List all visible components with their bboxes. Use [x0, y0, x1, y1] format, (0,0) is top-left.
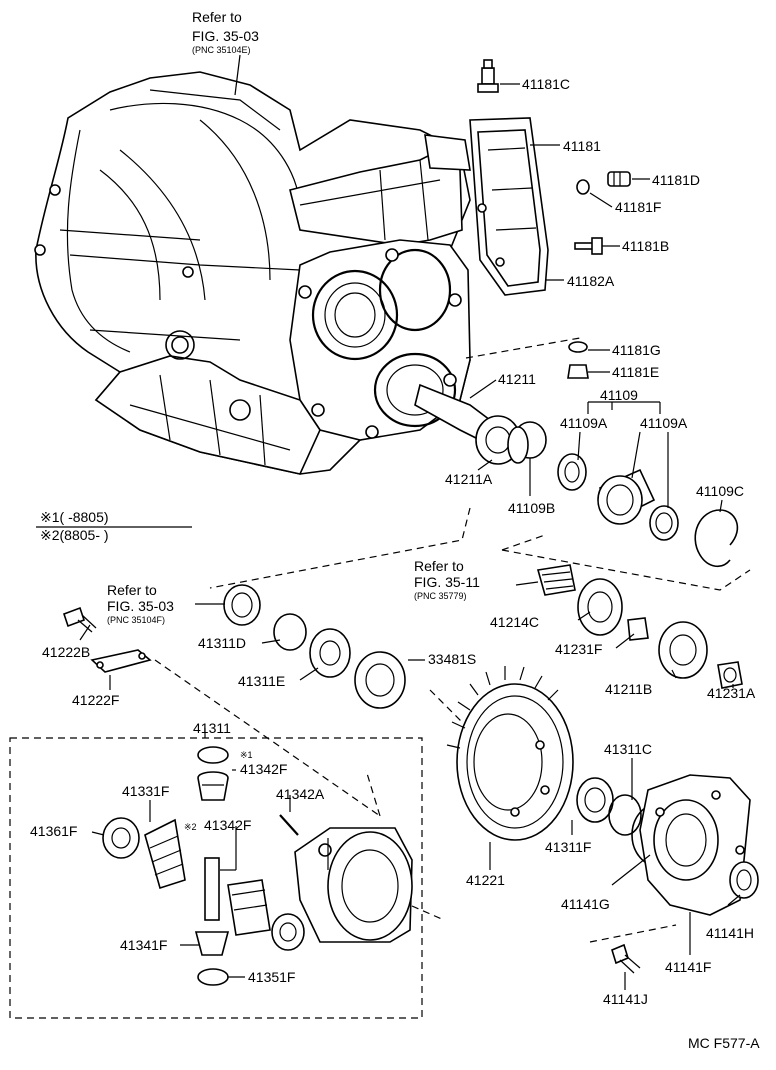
bearing-races-41109 [557, 453, 739, 568]
oil-seal-right [223, 584, 261, 626]
label-41361F: 41361F [30, 823, 77, 839]
bolt-41141J [611, 943, 641, 974]
label-41141H: 41141H [706, 925, 754, 941]
label-41342F-2: 41342F [204, 817, 251, 833]
ref-mid-line2: FIG. 35-11 [414, 574, 480, 590]
case-cover-gasket-group [469, 117, 549, 296]
reference-left: Refer to FIG. 35-03 (PNC 35104F) [107, 582, 174, 625]
label-41221: 41221 [466, 872, 505, 888]
note-mark-1: ※1 [240, 750, 253, 760]
seal-33481S [354, 651, 406, 709]
label-41342F-1: 41342F [240, 761, 287, 777]
ref-top-line2: FIG. 35-03 [192, 28, 259, 44]
label-41181C: 41181C [522, 76, 570, 92]
label-41311D: 41311D [198, 635, 246, 651]
label-41341F: 41341F [120, 937, 167, 953]
plate-41222F [90, 649, 152, 673]
label-41109A-1: 41109A [560, 415, 608, 431]
side-cover-41141F-group [576, 774, 759, 916]
label-41181: 41181 [563, 138, 601, 154]
label-41311F: 41311F [545, 839, 591, 855]
catalog-code: MC F577-A [688, 1035, 760, 1051]
ref-mid-line1: Refer to [414, 558, 464, 574]
label-41109: 41109 [600, 387, 638, 403]
reference-top: Refer to FIG. 35-03 (PNC 35104E) [192, 9, 259, 55]
bearing-41311E [309, 628, 351, 678]
note-mark-2: ※2 [184, 822, 197, 832]
label-41181G: 41181G [612, 342, 661, 358]
label-41109B: 41109B [508, 500, 555, 516]
label-33481S: 33481S [428, 651, 476, 667]
label-41351F: 41351F [248, 969, 295, 985]
input-shaft-41211 [414, 383, 547, 465]
breather-plug-41181C [477, 59, 499, 93]
ring-gear-41221 [446, 666, 574, 841]
label-41231A: 41231A [707, 685, 756, 701]
label-41311E: 41311E [238, 673, 285, 689]
label-41211A: 41211A [445, 471, 493, 487]
label-41181F: 41181F [615, 199, 661, 215]
bolt-41181B [574, 237, 603, 255]
label-41109A-2: 41109A [640, 415, 688, 431]
part-number-labels: 41181C 41181 41181D 41181F 41181B 41182A… [30, 76, 756, 1007]
transaxle-case-illustration [34, 71, 471, 475]
label-41222F: 41222F [72, 692, 119, 708]
bolt-41222B [62, 606, 97, 633]
label-41141J: 41141J [603, 991, 648, 1007]
label-41211B: 41211B [605, 681, 652, 697]
ref-mid-pnc: (PNC 35779) [414, 591, 467, 601]
driven-pinion-41214C-group [536, 564, 743, 689]
label-41211: 41211 [498, 371, 536, 387]
label-41109C: 41109C [696, 483, 744, 499]
label-41181E: 41181E [612, 364, 659, 380]
label-41214C: 41214C [490, 614, 539, 630]
ref-left-line1: Refer to [107, 582, 157, 598]
differential-internals [102, 746, 413, 986]
washer-41181F [576, 179, 590, 195]
label-41141G: 41141G [561, 896, 610, 912]
reference-mid: Refer to FIG. 35-11 (PNC 35779) [414, 558, 480, 601]
label-41141F: 41141F [665, 959, 711, 975]
note-2: ※2(8805- ) [40, 527, 109, 543]
note-1: ※1( -8805) [40, 509, 109, 525]
fastener-41181D [607, 171, 631, 187]
applicability-notes: ※1( -8805) ※2(8805- ) ※1 ※2 [36, 509, 253, 832]
label-41181D: 41181D [652, 172, 700, 188]
shim-41311D [273, 613, 307, 651]
label-41311C: 41311C [604, 741, 652, 757]
washer-41181G [568, 341, 588, 353]
ref-top-line1: Refer to [192, 9, 242, 25]
label-41222B: 41222B [42, 644, 90, 660]
differential-assembly-box [9, 737, 423, 1019]
label-41331F: 41331F [122, 783, 169, 799]
label-41311: 41311 [193, 720, 231, 736]
ref-left-pnc: (PNC 35104F) [107, 615, 165, 625]
leader-lines [79, 54, 741, 990]
label-41181B: 41181B [622, 238, 669, 254]
ref-left-line2: FIG. 35-03 [107, 598, 174, 614]
nut-41181E [567, 364, 589, 379]
label-41231F: 41231F [555, 641, 602, 657]
label-41182A: 41182A [567, 273, 615, 289]
ref-top-pnc: (PNC 35104E) [192, 45, 251, 55]
dashed-guides [154, 337, 751, 943]
label-41342A: 41342A [276, 786, 325, 802]
